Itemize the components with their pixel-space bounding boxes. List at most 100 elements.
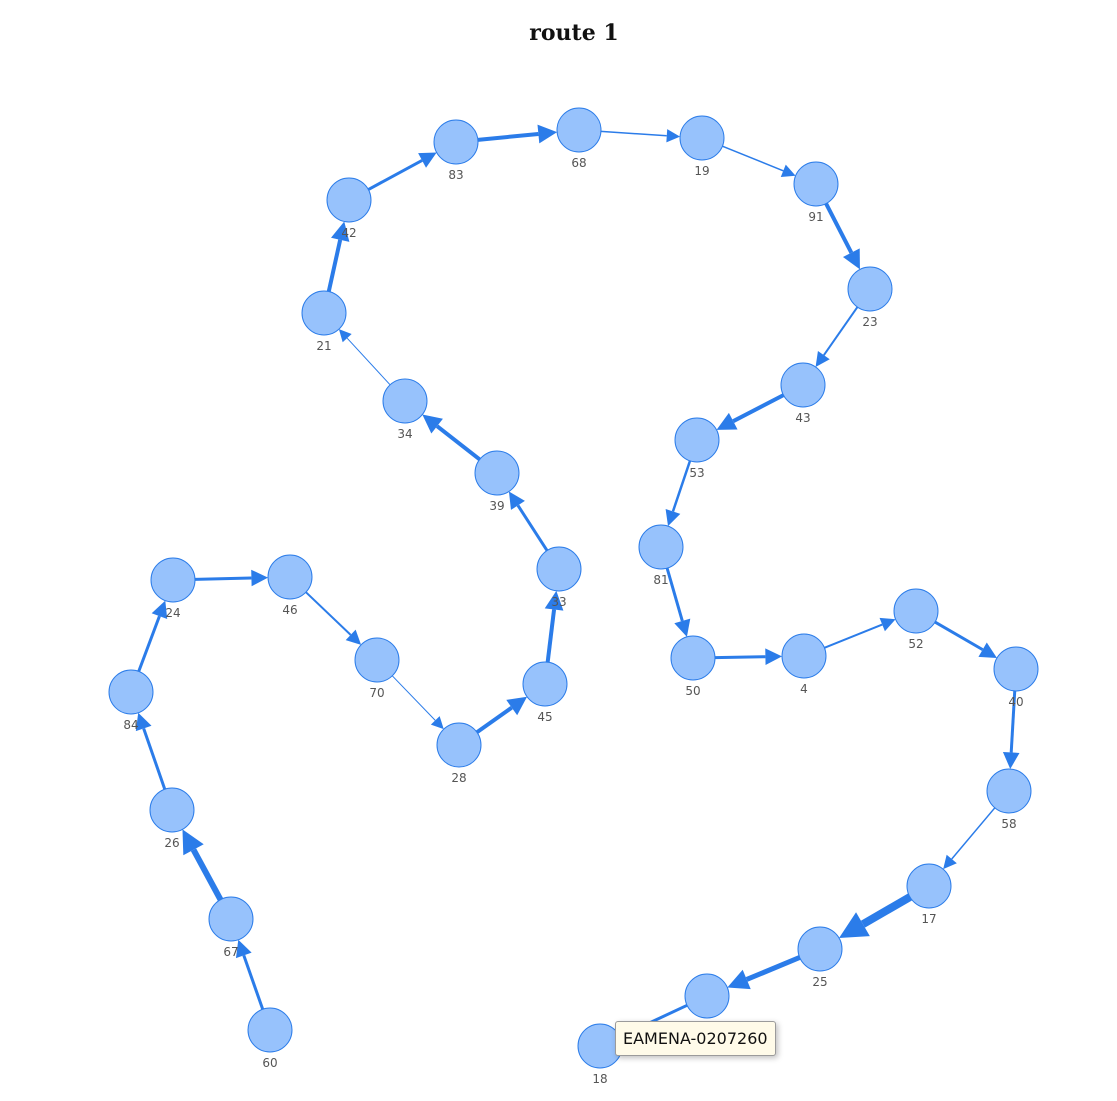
edge-53-81[interactable]: [665, 460, 692, 527]
node-68[interactable]: 68: [556, 107, 602, 170]
node-84[interactable]: 84: [108, 669, 154, 732]
node-label: 58: [1001, 817, 1016, 831]
node-circle[interactable]: [684, 973, 730, 1019]
node-tooltip: EAMENA-0207260: [615, 1021, 776, 1056]
node-circle[interactable]: [354, 637, 400, 683]
node-label: 39: [489, 499, 504, 513]
edge-4-52[interactable]: [824, 617, 896, 649]
node-circle[interactable]: [433, 119, 479, 165]
node-34[interactable]: 34: [382, 378, 428, 441]
edge-50-4[interactable]: [714, 648, 783, 665]
edge-line: [860, 893, 912, 928]
node-circle[interactable]: [674, 417, 720, 463]
edge-58-17[interactable]: [943, 807, 996, 870]
node-label: 68: [571, 156, 586, 170]
node-circle[interactable]: [556, 107, 602, 153]
node-50[interactable]: 50: [670, 635, 716, 698]
edge-17-25[interactable]: [839, 893, 912, 938]
node-19[interactable]: 19: [679, 115, 725, 178]
node-circle[interactable]: [436, 722, 482, 768]
edge-91-23[interactable]: [824, 202, 860, 270]
node-60[interactable]: 60: [247, 1007, 293, 1070]
node-42[interactable]: 42: [326, 177, 372, 240]
node-40[interactable]: 40: [993, 646, 1039, 709]
node-label: 4: [800, 682, 808, 696]
node-circle[interactable]: [301, 290, 347, 336]
node-circle[interactable]: [149, 787, 195, 833]
node-39[interactable]: 39: [474, 450, 520, 513]
edge-83-68[interactable]: [477, 124, 558, 144]
node-24[interactable]: 24: [150, 557, 196, 620]
edge-26-84[interactable]: [135, 712, 167, 790]
node-circle[interactable]: [267, 554, 313, 600]
node-circle[interactable]: [893, 588, 939, 634]
node-17[interactable]: 17: [906, 863, 952, 926]
node-52[interactable]: 52: [893, 588, 939, 651]
node-23[interactable]: 23: [847, 266, 893, 329]
node-83[interactable]: 83: [433, 119, 479, 182]
edge-67-26[interactable]: [182, 829, 224, 902]
edge-60-67[interactable]: [235, 939, 265, 1010]
node-circle[interactable]: [150, 557, 196, 603]
node-28[interactable]: 28: [436, 722, 482, 785]
arrow-head-icon: [430, 716, 444, 730]
edge-46-70[interactable]: [305, 591, 362, 645]
node-circle[interactable]: [474, 450, 520, 496]
node-81[interactable]: 81: [638, 524, 684, 587]
node-circle[interactable]: [247, 1007, 293, 1053]
edge-70-28[interactable]: [391, 675, 444, 730]
node-circle[interactable]: [536, 546, 582, 592]
node-circle[interactable]: [108, 669, 154, 715]
node-18[interactable]: 18: [577, 1023, 623, 1086]
edges-layer: [135, 124, 1020, 1038]
edge-19-91[interactable]: [722, 145, 796, 177]
node-circle[interactable]: [847, 266, 893, 312]
node-circle[interactable]: [670, 635, 716, 681]
node-91[interactable]: 91: [793, 161, 839, 224]
edge-84-24[interactable]: [137, 600, 168, 672]
node-circle[interactable]: [781, 633, 827, 679]
node-70[interactable]: 70: [354, 637, 400, 700]
edge-line: [194, 576, 252, 581]
node-circle[interactable]: [638, 524, 684, 570]
node-21[interactable]: 21: [301, 290, 347, 353]
edge-24-46[interactable]: [194, 569, 269, 587]
edge-33-39[interactable]: [508, 491, 549, 552]
node-67[interactable]: 67: [208, 896, 254, 959]
node-circle[interactable]: [326, 177, 372, 223]
edge-40-58[interactable]: [1002, 690, 1020, 770]
edge-43-53[interactable]: [716, 393, 785, 430]
edge-28-45[interactable]: [475, 696, 528, 734]
edge-25-[interactable]: [727, 955, 801, 990]
node-circle[interactable]: [993, 646, 1039, 692]
node-58[interactable]: 58: [986, 768, 1032, 831]
edge-81-50[interactable]: [665, 567, 691, 637]
node-circle[interactable]: [780, 362, 826, 408]
edge-34-21[interactable]: [338, 329, 391, 386]
edge-45-33[interactable]: [544, 590, 564, 663]
edge-21-42[interactable]: [326, 221, 350, 292]
edge-68-19[interactable]: [600, 129, 681, 143]
node-circle[interactable]: [679, 115, 725, 161]
node-circle[interactable]: [522, 661, 568, 707]
node-43[interactable]: 43: [780, 362, 826, 425]
node-circle[interactable]: [797, 926, 843, 972]
edge-42-83[interactable]: [367, 152, 437, 191]
node-circle[interactable]: [208, 896, 254, 942]
edge-39-34[interactable]: [422, 414, 481, 462]
node-26[interactable]: 26: [149, 787, 195, 850]
node-53[interactable]: 53: [674, 417, 720, 480]
node-46[interactable]: 46: [267, 554, 313, 617]
node-25[interactable]: 25: [797, 926, 843, 989]
edge-23-43[interactable]: [815, 306, 859, 367]
node-circle[interactable]: [793, 161, 839, 207]
node-circle[interactable]: [382, 378, 428, 424]
node-33[interactable]: 33: [536, 546, 582, 609]
node-45[interactable]: 45: [522, 661, 568, 724]
node-4[interactable]: 4: [781, 633, 827, 696]
node-unlabeled[interactable]: [684, 973, 730, 1019]
node-circle[interactable]: [986, 768, 1032, 814]
edge-52-40[interactable]: [934, 620, 997, 658]
node-circle[interactable]: [906, 863, 952, 909]
